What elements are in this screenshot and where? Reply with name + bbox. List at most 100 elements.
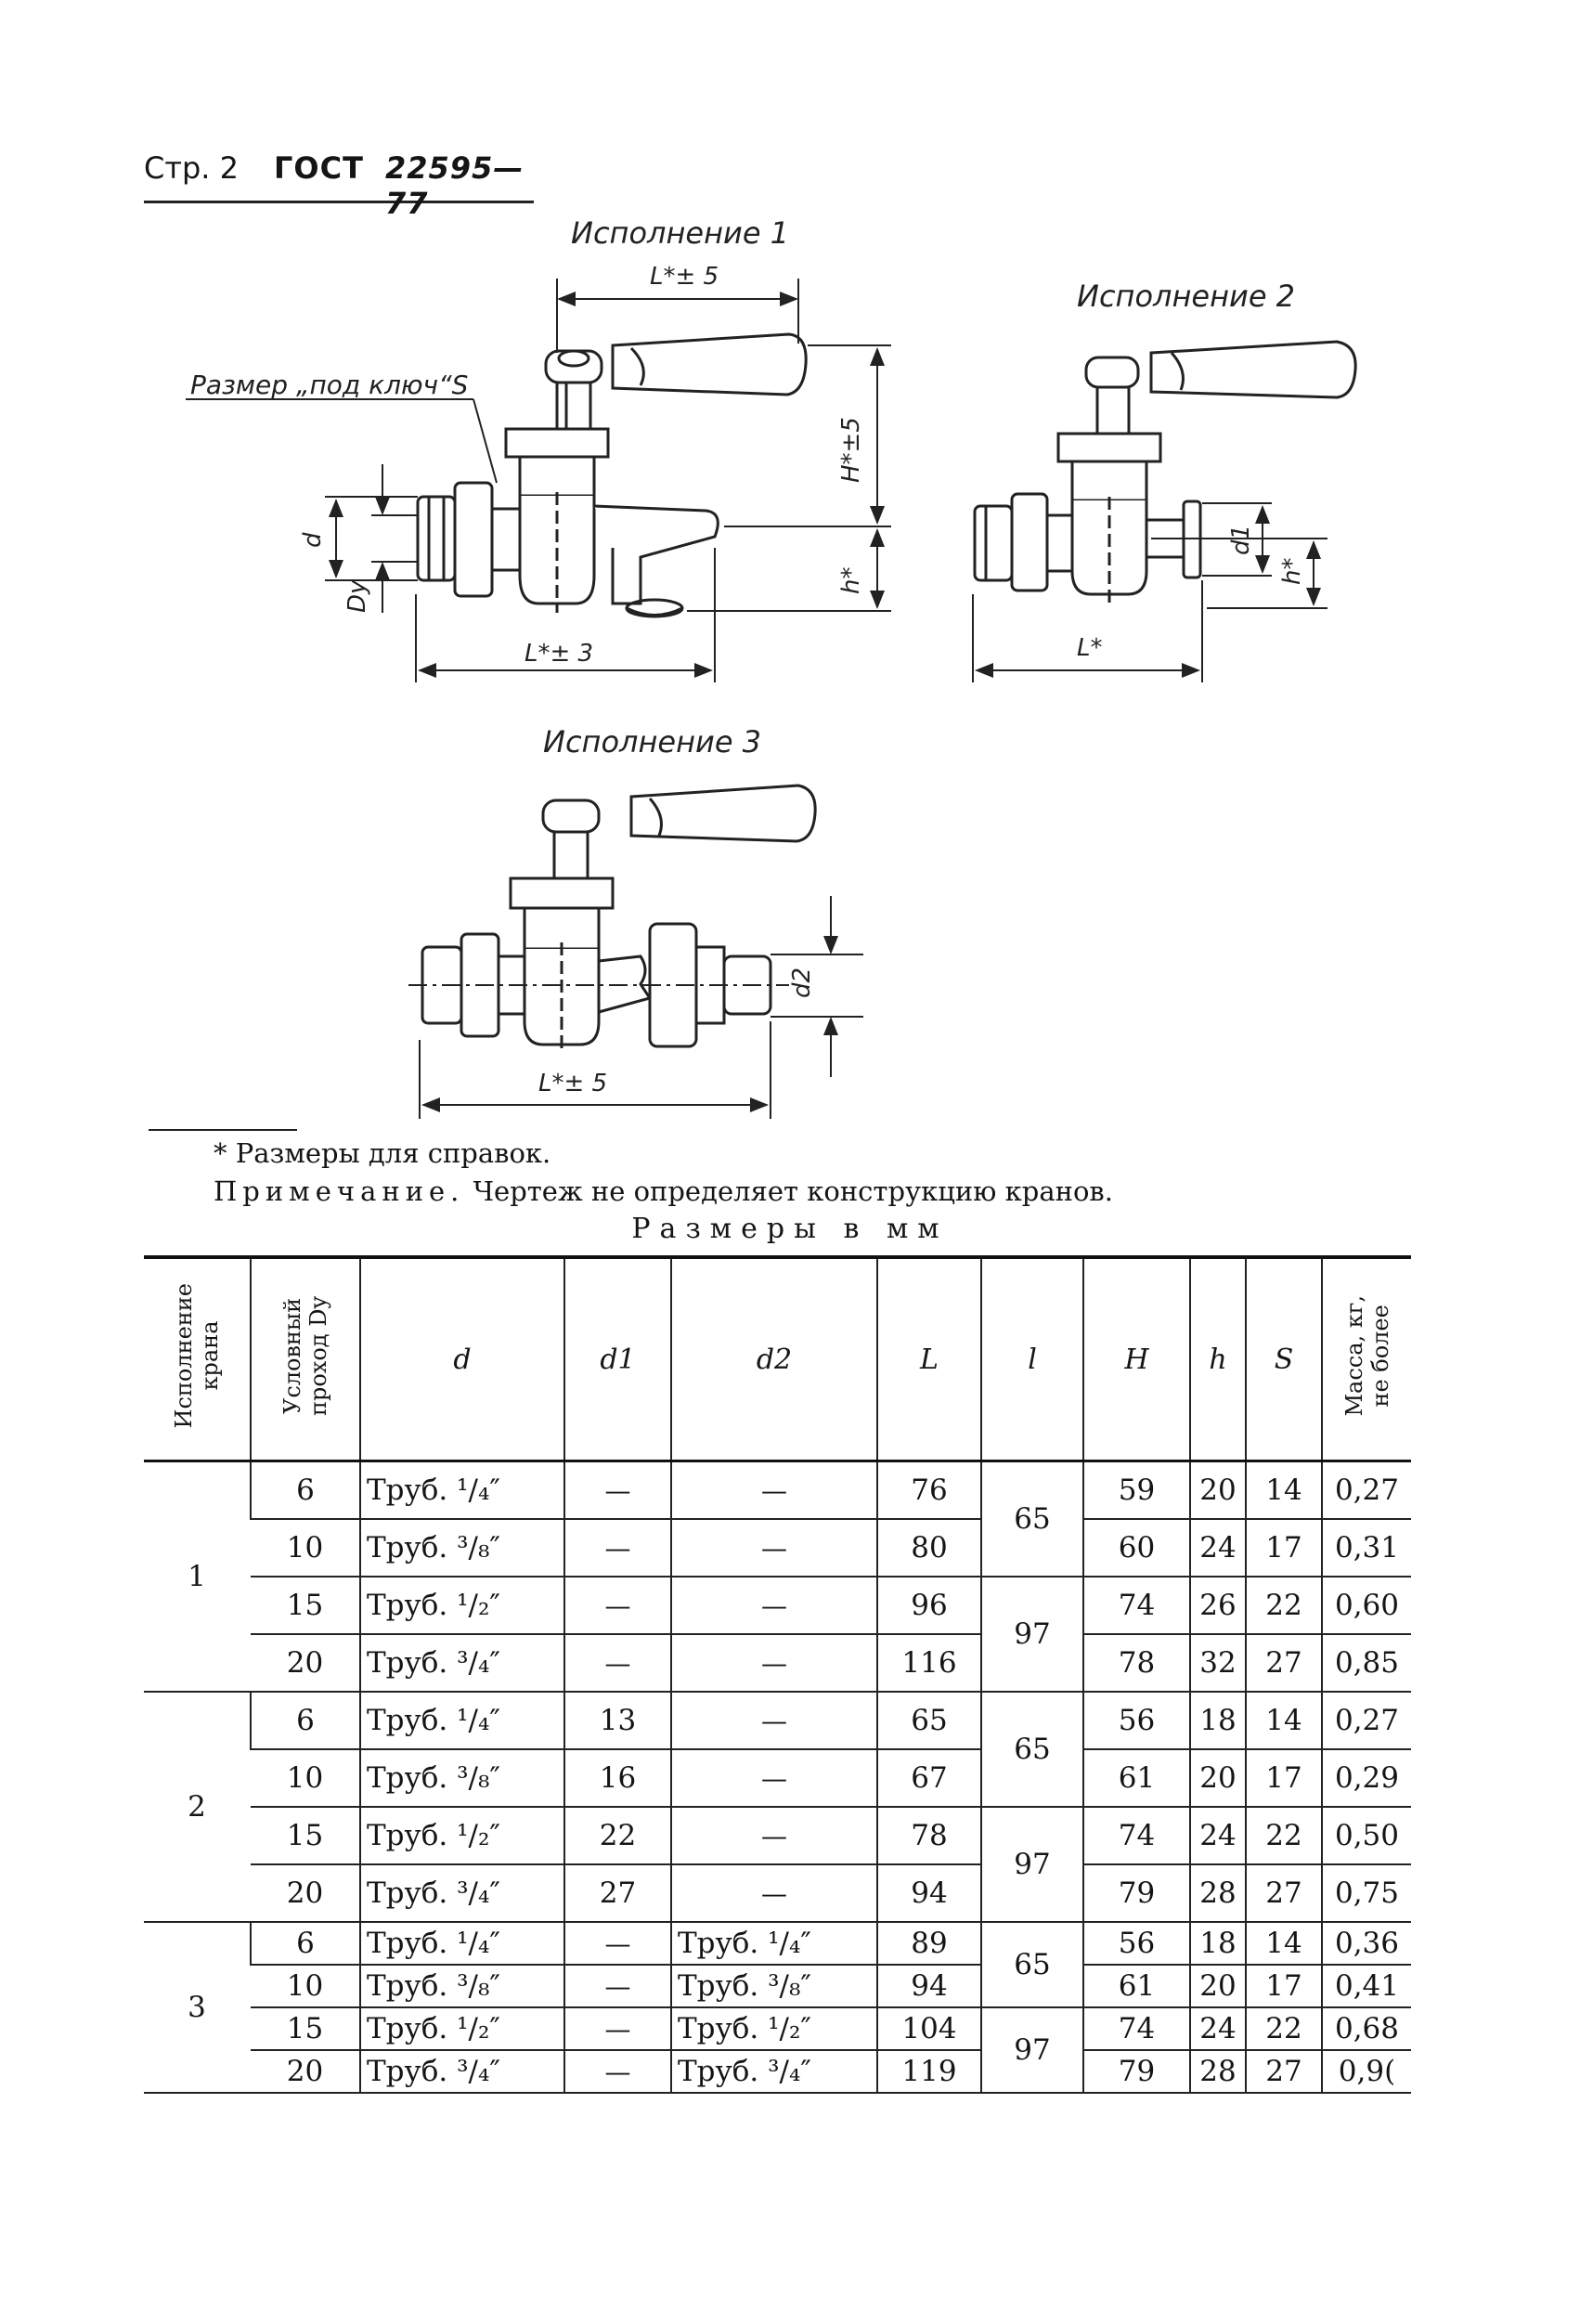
L-cell: 65 — [876, 1692, 981, 1750]
exec-cell: 2 — [144, 1692, 251, 1923]
standard-number: 22595—77 — [385, 150, 525, 221]
mass-cell: 0,75 — [1321, 1864, 1411, 1923]
h-cell: 18 — [1189, 1922, 1246, 1966]
H-cell: 78 — [1082, 1634, 1190, 1693]
d-cell: Труб. ³/₈″ — [359, 1965, 564, 2008]
S-cell: 14 — [1245, 1461, 1322, 1520]
page-number: Стр. 2 — [144, 150, 239, 186]
d1-cell: — — [563, 1461, 671, 1520]
d2-cell: Труб. ¹/₂″ — [670, 2007, 877, 2051]
d2-cell: — — [670, 1749, 877, 1808]
version-3-title: Исполнение 3 — [543, 724, 761, 760]
S-cell: 17 — [1245, 1965, 1322, 2008]
h-cell: 28 — [1189, 1864, 1246, 1923]
version-2-d1: d1 — [1227, 525, 1255, 555]
d-cell: Труб. ³/₄″ — [359, 1634, 564, 1693]
version-1-dy: Dy — [343, 579, 371, 613]
mass-cell: 0,9( — [1321, 2050, 1411, 2094]
L-cell: 80 — [876, 1519, 981, 1577]
exec-cell: 1 — [144, 1461, 251, 1693]
dy-cell: 6 — [250, 1461, 360, 1520]
col-header-H: H — [1082, 1255, 1190, 1462]
table-row: 10 Труб. ³/₈″ — — 80 60 24 17 0,31 — [144, 1519, 1411, 1577]
dy-cell: 20 — [251, 1864, 360, 1923]
L-cell: 89 — [876, 1922, 981, 1966]
d-cell: Труб. ³/₄″ — [359, 2050, 564, 2094]
H-cell: 74 — [1082, 1807, 1190, 1865]
col-header-d1: d1 — [563, 1255, 671, 1462]
dy-cell: 20 — [251, 1634, 360, 1693]
col-header-dy-label: Условный проход Dy — [279, 1295, 331, 1416]
remark: Примечание. Чертеж не определяет констру… — [214, 1173, 1113, 1211]
version-1-height-h: h* — [837, 567, 865, 594]
H-cell: 56 — [1082, 1692, 1190, 1750]
version-3-d2: d2 — [788, 967, 816, 998]
table-row: 20 Труб. ³/₄″ — — 116 78 32 27 0,85 — [144, 1634, 1411, 1693]
d2-cell: — — [670, 1461, 877, 1520]
mass-cell: 0,31 — [1321, 1519, 1411, 1577]
dy-cell: 10 — [251, 1749, 360, 1808]
version-1-height-H: H*±5 — [837, 417, 865, 483]
table-row: 3 6 Труб. ¹/₄″ — Труб. ¹/₄″ 89 65 56 18 … — [144, 1922, 1411, 2094]
version-1-length-top: L*± 5 — [650, 263, 719, 291]
version-3-length: L*± 5 — [538, 1070, 607, 1097]
dy-cell: 15 — [251, 1807, 360, 1865]
h-cell: 24 — [1189, 1807, 1246, 1865]
h-cell: 26 — [1189, 1577, 1246, 1635]
S-cell: 14 — [1245, 1922, 1322, 1966]
mass-cell: 0,50 — [1321, 1807, 1411, 1865]
d1-cell: 16 — [563, 1749, 671, 1808]
col-header-d: d — [359, 1255, 564, 1462]
d-cell: Труб. ³/₈″ — [359, 1749, 564, 1808]
L-cell: 116 — [876, 1634, 981, 1693]
valve-version-2-drawing — [973, 340, 1357, 604]
dimensions-table: Исполнение крана Условный проход Dy d d1… — [144, 1255, 1411, 2094]
d1-cell: 13 — [563, 1692, 671, 1750]
L-cell: 78 — [876, 1807, 981, 1865]
footnote-rule — [149, 1129, 297, 1131]
H-cell: 74 — [1082, 2007, 1190, 2051]
table-row: 15 Труб. ¹/₂″ 22 — 78 97 74 24 22 0,50 — [144, 1807, 1411, 1923]
col-header-d2: d2 — [670, 1255, 877, 1462]
d-cell: Труб. ¹/₄″ — [359, 1692, 564, 1750]
d1-cell: — — [563, 1519, 671, 1577]
d1-cell: — — [563, 1922, 671, 1966]
mass-cell: 0,85 — [1321, 1634, 1411, 1693]
H-cell: 61 — [1082, 1749, 1190, 1808]
table-header-row: Исполнение крана Условный проход Dy d d1… — [144, 1255, 1411, 1462]
table-row: 10 Труб. ³/₈″ 16 — 67 61 20 17 0,29 — [144, 1749, 1411, 1808]
h-cell: 24 — [1189, 1519, 1246, 1577]
d-cell: Труб. ³/₄″ — [359, 1864, 564, 1923]
l-cell: 65 — [980, 1461, 1083, 1577]
H-cell: 56 — [1082, 1922, 1190, 1966]
L-cell: 67 — [876, 1749, 981, 1808]
mass-cell: 0,41 — [1321, 1965, 1411, 2008]
l-cell: 97 — [980, 2007, 1083, 2094]
d2-cell: — — [670, 1864, 877, 1923]
dy-cell: 10 — [251, 1519, 360, 1577]
version-2-height-h: h* — [1278, 558, 1306, 585]
units-title: Размеры в мм — [631, 1213, 949, 1245]
valve-drawings: Исполнение 1 L*± 5 Размер „под ключ“S H*… — [186, 215, 1357, 1119]
h-cell: 20 — [1189, 1749, 1246, 1808]
dy-cell: 15 — [251, 1577, 360, 1635]
L-cell: 104 — [876, 2007, 981, 2051]
col-header-mass-label: Масса, кг, не более — [1340, 1294, 1393, 1417]
S-cell: 22 — [1245, 2007, 1322, 2051]
dy-cell: 6 — [250, 1692, 360, 1750]
d1-cell: 22 — [563, 1807, 671, 1865]
mass-cell: 0,60 — [1321, 1577, 1411, 1635]
d1-cell: — — [563, 2007, 671, 2051]
d1-cell: — — [563, 1577, 671, 1635]
L-cell: 96 — [876, 1577, 981, 1635]
mass-cell: 0,29 — [1321, 1749, 1411, 1808]
valve-version-1-drawing — [416, 332, 808, 618]
L-cell: 94 — [876, 1864, 981, 1923]
exec-cell: 3 — [144, 1922, 251, 2094]
d2-cell: — — [670, 1634, 877, 1693]
d2-cell: — — [670, 1692, 877, 1750]
col-header-dy: Условный проход Dy — [250, 1255, 360, 1462]
L-cell: 76 — [876, 1461, 981, 1520]
d-cell: Труб. ¹/₄″ — [359, 1922, 564, 1966]
S-cell: 22 — [1245, 1807, 1322, 1865]
